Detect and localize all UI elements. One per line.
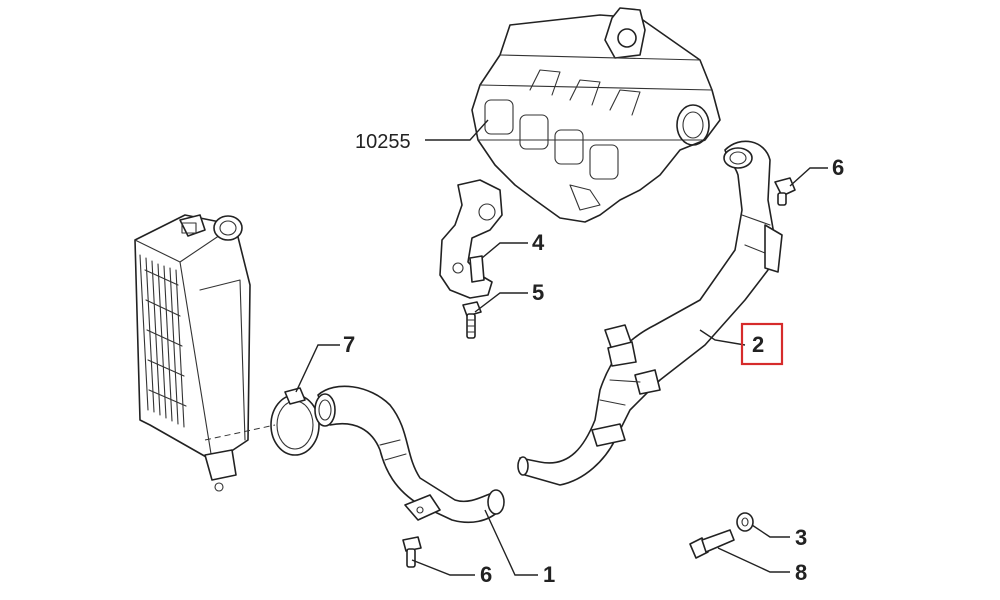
- label-manifold: 10255: [355, 131, 411, 153]
- label-long-bolt: 8: [795, 560, 807, 585]
- alignment-line: [204, 424, 276, 441]
- bracket-bolt: [462, 301, 482, 339]
- hose-clamp: [270, 387, 320, 456]
- label-clamp: 7: [343, 332, 355, 357]
- label-washer: 3: [795, 525, 807, 550]
- bolt-top-right: [774, 177, 796, 206]
- label-bracket-bolt: 5: [532, 280, 544, 305]
- label-bolt-top-right: 6: [832, 155, 844, 180]
- label-bolt-bottom: 6: [480, 562, 492, 587]
- bolt-bottom: [402, 536, 422, 568]
- washer: [736, 512, 754, 532]
- hose-left: [314, 385, 505, 524]
- intake-manifold: [471, 7, 721, 223]
- highlight-box-part-2: [740, 322, 784, 366]
- leader-lines: [295, 119, 828, 576]
- mounting-bracket: [439, 179, 503, 299]
- label-bracket: 4: [532, 230, 545, 255]
- hose-right: [517, 140, 783, 486]
- label-hose-left: 1: [543, 562, 555, 587]
- intercooler: [134, 214, 251, 492]
- long-bolt: [689, 529, 735, 559]
- label-hose-right: 2: [752, 332, 764, 357]
